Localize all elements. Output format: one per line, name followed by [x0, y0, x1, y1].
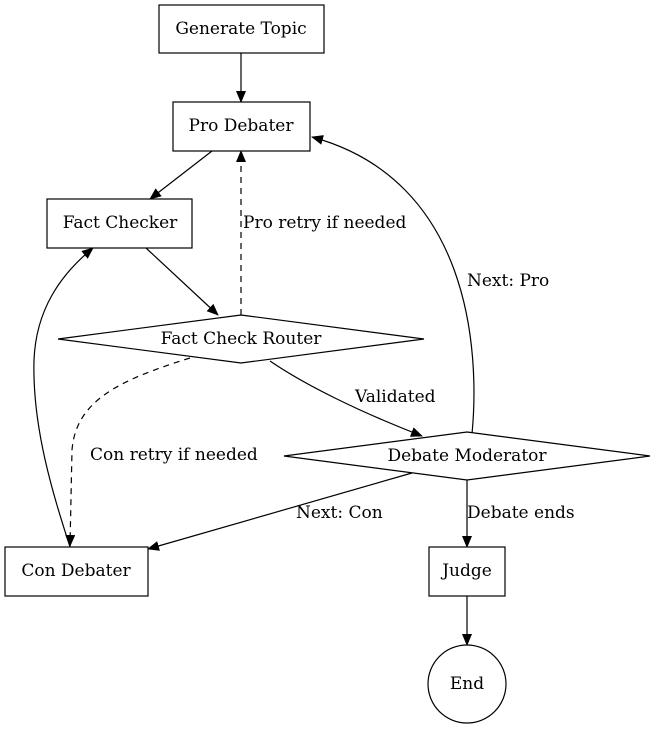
node-label-end: End [450, 674, 484, 694]
node-label-generate-topic: Generate Topic [175, 19, 306, 39]
nodes: Generate Topic Pro Debater Fact Checker … [4, 4, 651, 724]
edge-labels: Pro retry if needed Next: Pro Validated … [90, 213, 575, 523]
node-generate-topic: Generate Topic [158, 4, 325, 54]
edges [33, 53, 475, 646]
edge-label-debate-ends: Debate ends [467, 503, 575, 523]
node-label-con-debater: Con Debater [21, 561, 131, 581]
node-judge: Judge [428, 546, 506, 597]
edge-moderator-next-pro [311, 135, 475, 435]
edge-router-validated [269, 360, 423, 437]
node-label-fact-checker: Fact Checker [63, 213, 178, 233]
node-fact-checker: Fact Checker [46, 198, 193, 249]
node-end: End [427, 644, 507, 724]
edge-label-next-con: Next: Con [296, 503, 383, 523]
node-label-judge: Judge [440, 561, 492, 581]
edge-con-debater-to-fact-checker [33, 247, 94, 548]
node-fact-check-router: Fact Check Router [57, 314, 425, 364]
edge-router-con-retry [65, 357, 191, 547]
node-label-fact-check-router: Fact Check Router [161, 329, 323, 349]
edge-label-next-pro: Next: Pro [467, 271, 549, 291]
edge-label-validated: Validated [354, 387, 436, 407]
node-pro-debater: Pro Debater [172, 101, 311, 152]
node-label-debate-moderator: Debate Moderator [387, 446, 547, 466]
edge-fact-checker-to-router [145, 247, 219, 316]
edge-moderator-next-con [147, 472, 413, 551]
node-debate-moderator: Debate Moderator [283, 431, 651, 481]
edge-label-pro-retry: Pro retry if needed [243, 213, 407, 233]
node-con-debater: Con Debater [4, 546, 149, 597]
edge-pro-debater-to-fact-checker [149, 150, 213, 200]
edge-label-con-retry: Con retry if needed [90, 445, 258, 465]
node-label-pro-debater: Pro Debater [189, 116, 295, 136]
